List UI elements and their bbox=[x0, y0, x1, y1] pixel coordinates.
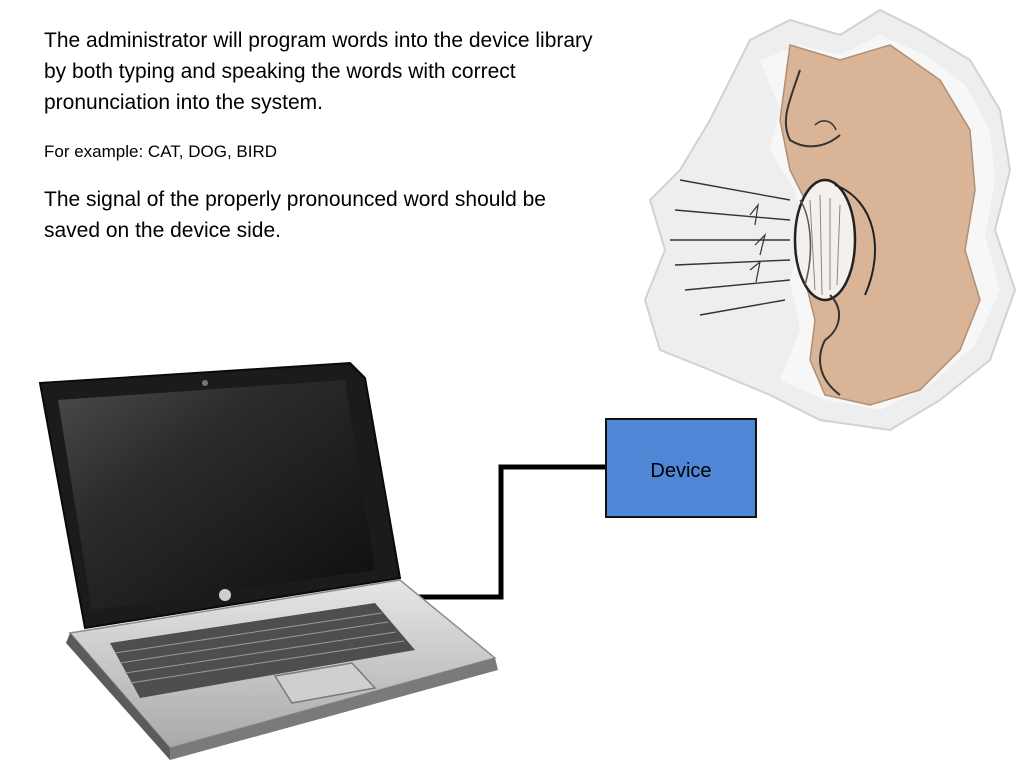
connector-line bbox=[400, 464, 608, 600]
example-paragraph: For example: CAT, DOG, BIRD bbox=[44, 142, 278, 161]
device-box: Device bbox=[605, 418, 757, 518]
instruction-paragraph: The administrator will program words int… bbox=[44, 29, 593, 114]
laptop-icon bbox=[38, 361, 498, 760]
speaking-face-sketch-icon bbox=[643, 8, 1017, 432]
signal-paragraph: The signal of the properly pronounced wo… bbox=[44, 188, 546, 242]
